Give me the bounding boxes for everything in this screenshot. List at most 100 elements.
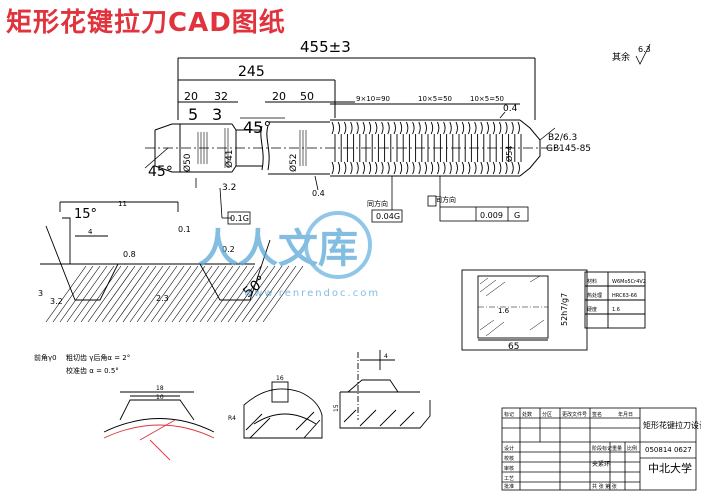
broach-tooth bbox=[356, 121, 361, 175]
dim-20b: 20 bbox=[272, 90, 286, 103]
dim-0-4-right: 0.4 bbox=[503, 104, 518, 114]
broach-tooth bbox=[337, 121, 342, 175]
broach-tooth bbox=[480, 121, 485, 175]
broach-tooth bbox=[350, 121, 355, 175]
section-dim-18: 18 bbox=[156, 385, 164, 392]
hatch-line bbox=[255, 265, 297, 323]
sleeve-detail bbox=[461, 269, 646, 351]
title-block-drawing-no: 050814 0627 bbox=[645, 446, 692, 454]
tolerance-runout-3: 0.009 bbox=[480, 211, 503, 220]
broach-tooth bbox=[474, 121, 479, 175]
broach-tooth bbox=[492, 121, 497, 175]
drawing-title: 矩形花键拉刀CAD图纸 bbox=[6, 8, 286, 38]
dim-angle-45-top: 45° bbox=[243, 118, 271, 137]
tooth-dim-2-3: 2.3 bbox=[156, 294, 169, 303]
broach-tooth bbox=[331, 121, 336, 175]
hatch-line bbox=[164, 265, 206, 323]
broach-tooth bbox=[374, 121, 379, 175]
hatch-line bbox=[136, 265, 178, 323]
hatch-line bbox=[66, 265, 108, 323]
sleeve-table-5: 1.6 bbox=[612, 307, 620, 313]
coax-label-2: 同方向 bbox=[435, 195, 456, 204]
hatch-line bbox=[178, 265, 220, 323]
hatch-line bbox=[80, 265, 122, 323]
broach-tooth bbox=[449, 121, 454, 175]
title-block bbox=[501, 407, 697, 491]
broach-tooth bbox=[424, 121, 429, 175]
tooth-dim-3: 3 bbox=[38, 289, 43, 298]
roughness-rest-label: 其余 bbox=[612, 51, 630, 63]
center-hole-label: B2/6.3 bbox=[548, 133, 577, 143]
tolerance-runout-1: 0.1G bbox=[230, 214, 249, 223]
tb-row-1: 校核 bbox=[504, 455, 514, 462]
tb-row-0: 设计 bbox=[504, 445, 514, 452]
section-dim-15: 15 bbox=[333, 404, 340, 412]
dim-pitch-10x5-b: 10×5=50 bbox=[470, 95, 504, 103]
broach-tooth bbox=[436, 121, 441, 175]
title-block-university: 中北大学 bbox=[648, 461, 692, 475]
hatch-line bbox=[262, 265, 304, 323]
broach-tooth bbox=[368, 121, 373, 175]
tooth-dim-0-2: 0.2 bbox=[222, 245, 235, 254]
broach-tooth bbox=[517, 121, 522, 175]
hatch-line bbox=[213, 265, 255, 323]
section-dim-16: 16 bbox=[276, 375, 284, 382]
watermark-brand: 人人文库 bbox=[198, 226, 358, 272]
tooth-angle-15: 15° bbox=[74, 207, 97, 222]
tb-col-0: 阶段标记 bbox=[592, 445, 612, 452]
broach-tooth bbox=[412, 121, 417, 175]
tb-header-0: 标记 bbox=[504, 411, 514, 418]
hatch-line bbox=[59, 265, 101, 323]
sleeve-table-4: 硬度 bbox=[587, 306, 597, 313]
hatch-line bbox=[108, 265, 150, 323]
hatch-line bbox=[220, 265, 262, 323]
broach-tooth bbox=[343, 121, 348, 175]
section-view-2 bbox=[243, 381, 323, 439]
broach-tooth bbox=[381, 121, 386, 175]
watermark: 人人文库 www.renrendoc.com bbox=[198, 211, 378, 299]
hatch-line bbox=[143, 265, 185, 323]
tooth-dim-3-2: 3.2 bbox=[50, 297, 63, 306]
hatch-line bbox=[73, 265, 115, 323]
hatch-line bbox=[87, 265, 129, 323]
tb-col-1: 重量 bbox=[612, 445, 622, 452]
hatch-line bbox=[171, 265, 213, 323]
hatch-line bbox=[52, 265, 94, 323]
tb-header-2: 分区 bbox=[542, 411, 552, 418]
sleeve-table-1: W6Mo5Cr4V2 bbox=[612, 279, 646, 285]
dim-3: 3 bbox=[212, 105, 222, 124]
tb-sheet: 共 张 第 张 bbox=[592, 483, 617, 490]
broach-tooth bbox=[498, 121, 503, 175]
broach-tooth bbox=[362, 121, 367, 175]
tooth-dim-0-1: 0.1 bbox=[178, 225, 191, 234]
broach-tooth bbox=[443, 121, 448, 175]
dim-pitch-9x10: 9×10=90 bbox=[356, 95, 390, 103]
tolerance-runout-2: 0.04G bbox=[376, 212, 400, 221]
hatch-line bbox=[185, 265, 227, 323]
tooth-dim-11: 11 bbox=[118, 200, 127, 208]
section-dim-25: R4 bbox=[228, 415, 236, 422]
title-block-subtitle: 夹紧环 bbox=[592, 460, 610, 468]
dim-overall-length: 455±3 bbox=[300, 38, 351, 56]
sleeve-table-3: HRC63-66 bbox=[612, 293, 637, 299]
broach-tooth bbox=[418, 121, 423, 175]
rake-rough: 粗切齿 γ后角α = 2° bbox=[66, 353, 130, 362]
sleeve-table-0: 材料 bbox=[587, 278, 597, 285]
dim-dia-41: Ø41 bbox=[224, 149, 235, 168]
broach-teeth bbox=[331, 121, 522, 175]
broach-tooth bbox=[430, 121, 435, 175]
broach-tooth bbox=[505, 121, 510, 175]
tb-col-2: 比例 bbox=[627, 445, 637, 452]
sleeve-dim-1-6: 1.6 bbox=[498, 307, 510, 315]
tb-header-5: 年月日 bbox=[618, 411, 633, 418]
dim-dia-52: Ø52 bbox=[288, 153, 299, 172]
dim-3-2: 3.2 bbox=[222, 183, 236, 193]
dim-245: 245 bbox=[238, 64, 265, 80]
tooth-hatching bbox=[45, 265, 304, 323]
hatch-line bbox=[234, 265, 276, 323]
hatch-line bbox=[101, 265, 143, 323]
tooth-detail bbox=[40, 201, 271, 301]
coax-label-1: 同方向 bbox=[367, 199, 388, 208]
tb-row-2: 审核 bbox=[504, 465, 514, 472]
